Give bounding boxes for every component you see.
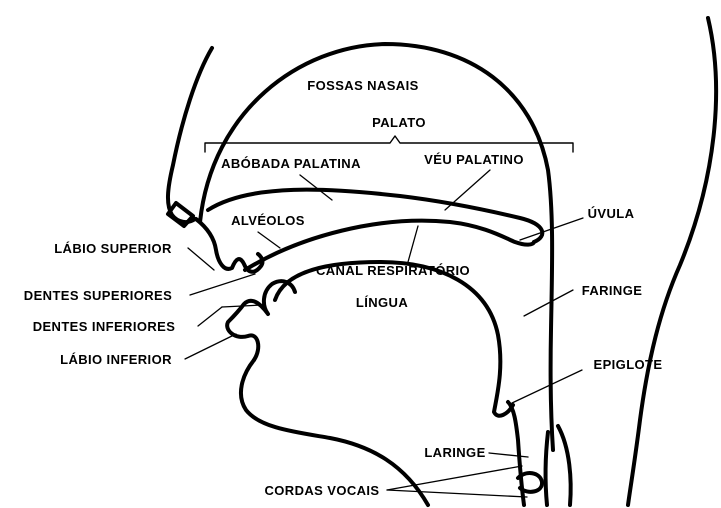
leader-canal-respiratorio [408,226,418,262]
leader-epiglote [512,370,582,403]
label-epiglote: EPIGLOTE [594,357,663,372]
lower-teeth-and-lip [227,281,295,360]
label-dentes-inferiores: DENTES INFERIORES [33,319,176,334]
label-fossas-nasais: FOSSAS NASAIS [307,78,418,93]
leader-abobada-palatina [300,175,332,200]
labels: FOSSAS NASAIS PALATO ABÓBADA PALATINA VÉ… [24,78,663,498]
label-faringe: FARINGE [582,283,643,298]
label-canal-respiratorio: CANAL RESPIRATÓRIO [316,263,470,278]
label-labio-inferior: LÁBIO INFERIOR [60,352,172,367]
tongue-outline [275,262,513,416]
neck-back-outline [628,18,716,505]
label-labio-superior: LÁBIO SUPERIOR [54,241,172,256]
label-abobada-palatina: ABÓBADA PALATINA [221,156,361,171]
label-uvula: ÚVULA [588,206,635,221]
label-cordas-vocais: CORDAS VOCAIS [265,483,380,498]
anatomy-outlines [168,18,716,505]
label-dentes-superiores: DENTES SUPERIORES [24,288,172,303]
label-palato: PALATO [372,115,426,130]
leader-dentes-inferiores [198,307,222,326]
trachea-front [546,432,548,505]
leader-alveolos [258,232,280,248]
leader-labio-inferior [185,334,236,359]
label-laringe: LARINGE [424,445,485,460]
nostril-outline [168,203,193,226]
palato-bracket [205,136,573,152]
label-veu-palatino: VÉU PALATINO [424,152,524,167]
leader-cordas-vocais-2 [387,490,527,497]
label-alveolos: ALVÉOLOS [231,213,305,228]
label-lingua: LÍNGUA [356,295,408,310]
trachea-back [558,426,571,505]
leader-dentes-superiores [190,274,255,295]
leader-faringe [524,290,573,316]
leader-veu-palatino [445,170,490,210]
leader-labio-superior [188,248,214,270]
leader-laringe [489,453,528,457]
